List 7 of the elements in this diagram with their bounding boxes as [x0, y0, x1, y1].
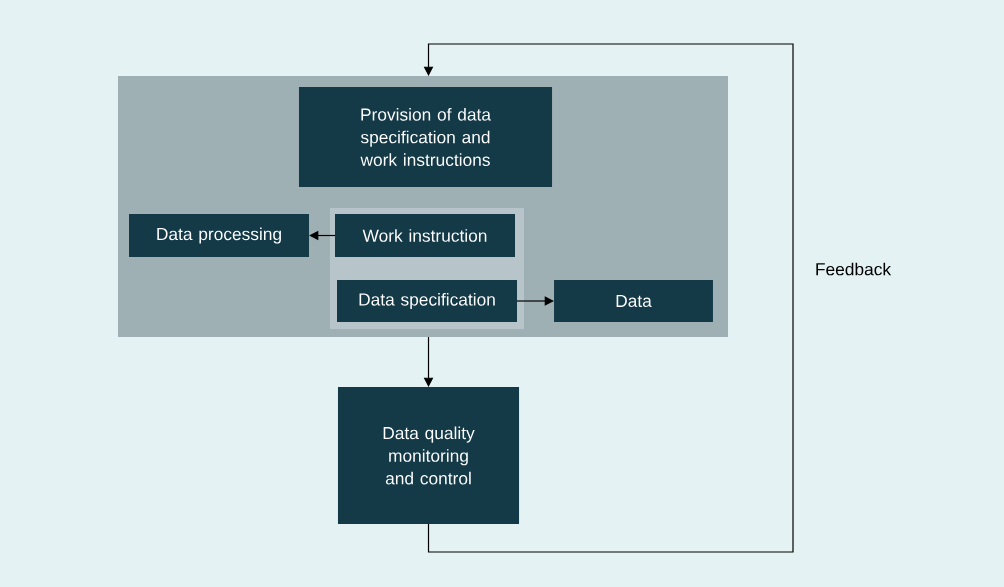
process-box: Data processing	[129, 214, 309, 257]
process-box: Work instruction	[335, 214, 515, 257]
process-box: Provision of data specification and work instructions	[298, 87, 553, 187]
process-box: Data quality monitoring and control	[337, 386, 520, 525]
process-box: Data specification	[337, 280, 517, 322]
arrow	[516, 296, 554, 306]
process-box: Data	[554, 280, 713, 322]
